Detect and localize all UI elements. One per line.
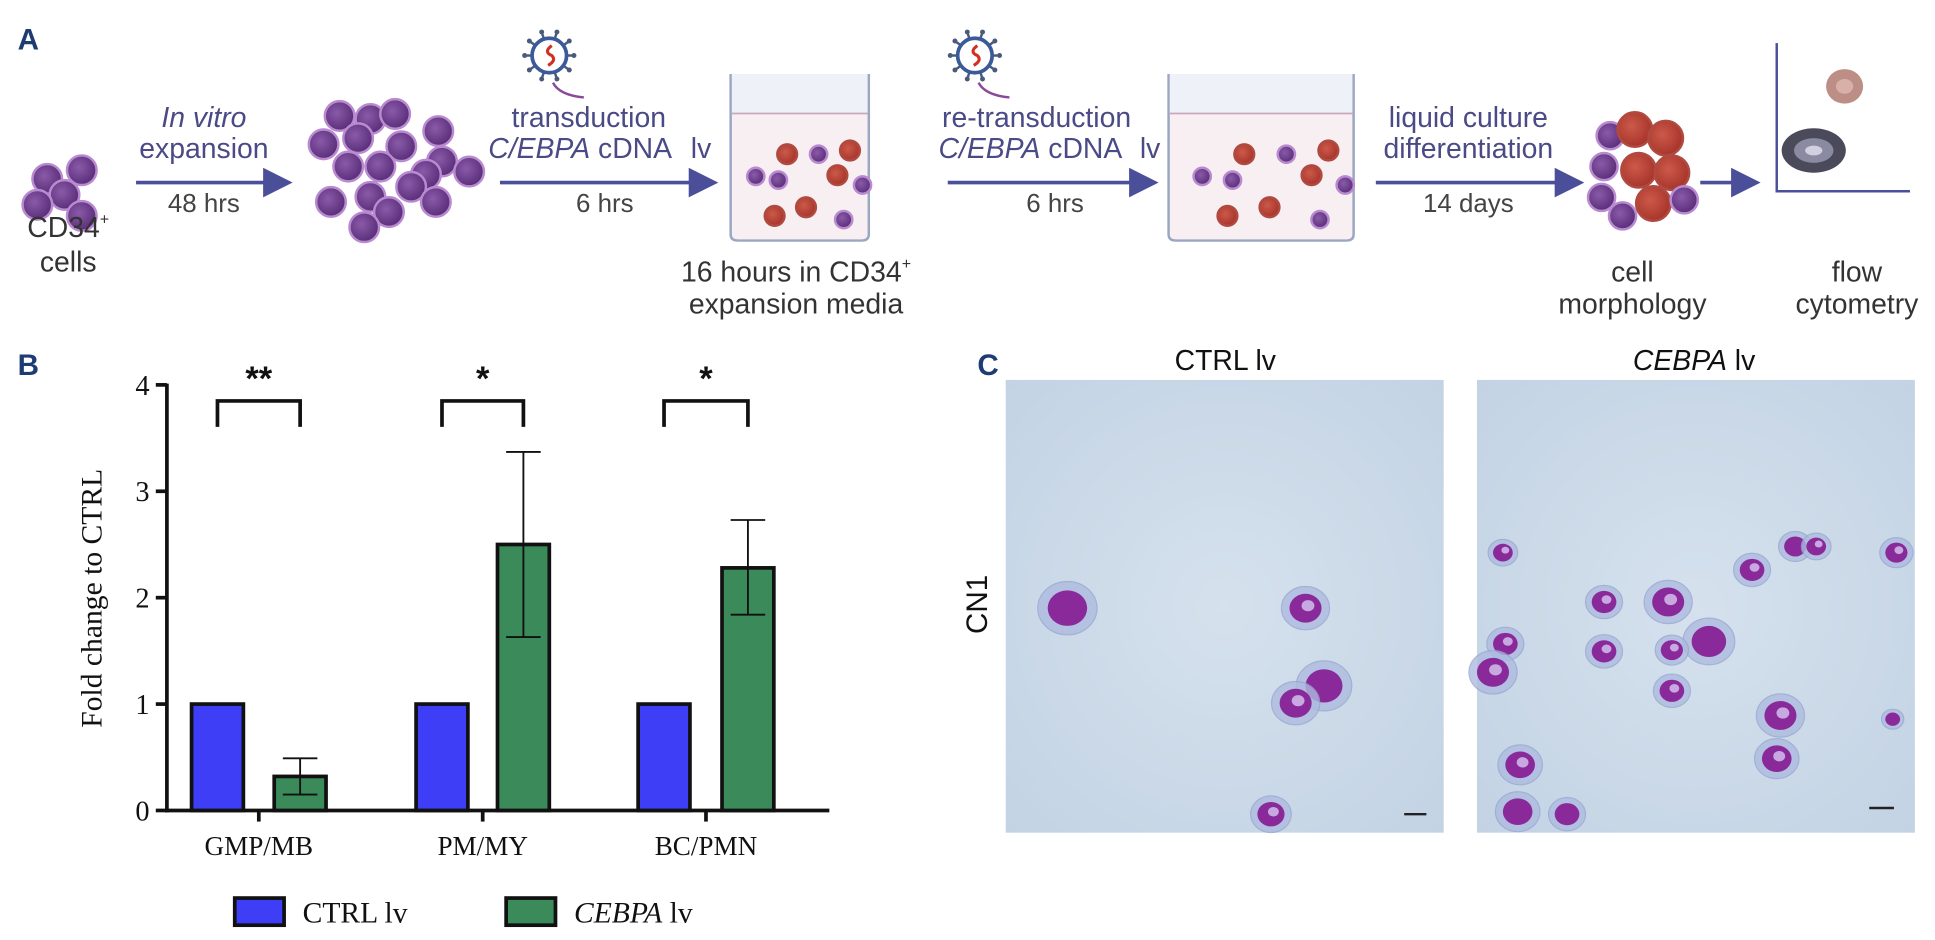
lentivirus-icon [947,29,1010,99]
panel-a-schematic: A CD34+ cells In vitro expansion 48 hrs … [18,23,1920,320]
bar-ctrl-bc-pmn [636,702,692,813]
flow-cytometry-line2: cytometry [1795,288,1919,320]
panel-c-micrographs: C CTRL lv CEBPA lv CN1 [961,345,1915,834]
legend-swatch-ctrl [232,896,286,928]
panel-label-a: A [18,23,39,56]
in-vitro-label: In vitro [161,102,246,134]
expanded-cells-icon [307,97,486,244]
bar-ctrl-pm-my [414,702,470,813]
re-transduction-label: re-transduction [942,102,1131,134]
significance-label: ** [245,360,272,398]
legend-label-cebpa: CEBPA lv [574,898,693,930]
time-6hrs: 6 hrs [1026,190,1084,218]
cebpa-lv-micrograph [1468,379,1915,833]
lentivirus-icon [522,29,584,99]
x-tick-label: BC/PMN [655,831,758,861]
differentiated-cells-icon [1586,111,1700,231]
cebpa-cdna-label: C/EBPA cDNA [488,133,672,165]
significance-bracket [440,399,526,427]
significance-bracket [662,399,750,427]
significance-label: * [476,360,490,398]
bar-ctrl-gmp-mb [189,702,246,813]
cell-morphology-line1: cell [1611,256,1654,288]
y-axis-label: Fold change to CTRL [77,469,109,728]
flow-cytometry-plot-icon [1775,43,1910,193]
dish-label-line2: expansion media [689,288,904,320]
significance-label: * [699,360,713,398]
panel-b-bar-chart: B Fold change to CTRL 01234GMP/MB**PM/MY… [18,349,830,930]
panel-label-b: B [18,349,39,382]
time-14days: 14 days [1423,190,1514,218]
time-6hrs: 6 hrs [576,190,634,218]
liquid-culture-label: liquid culture [1389,102,1548,134]
cebpa-cdna-label: C/EBPA cDNA [938,133,1122,165]
y-tick-label: 4 [135,371,149,402]
cd34-label: CD34+ [27,211,109,244]
x-tick-label: GMP/MB [205,831,314,861]
legend-label-ctrl: CTRL lv [303,898,408,930]
x-tick-label: PM/MY [437,831,527,861]
culture-dish-icon [1167,74,1356,242]
ctrl-lv-micrograph [1005,379,1444,834]
legend: CTRL lv CEBPA lv [232,896,693,930]
y-tick-label: 3 [135,477,149,508]
legend-swatch-cebpa [504,896,558,928]
panel-label-c: C [977,349,998,382]
cn1-row-label: CN1 [961,575,994,634]
lv-label: lv [1140,133,1161,165]
culture-dish-icon [729,74,873,242]
y-tick-label: 0 [135,796,149,827]
transduction-label: transduction [512,102,667,134]
significance-bracket [215,399,302,427]
flow-cytometry-line1: flow [1832,256,1883,288]
time-48hrs: 48 hrs [168,190,240,218]
differentiation-label: differentiation [1383,133,1553,165]
y-tick-label: 1 [135,690,149,721]
cells-label: cells [40,246,97,278]
cebpa-lv-title: CEBPA lv [1633,345,1756,377]
cd34-cells-icon [21,154,98,232]
ctrl-lv-title: CTRL lv [1175,345,1277,377]
cell-morphology-line2: morphology [1558,288,1707,320]
expansion-label: expansion [139,133,268,165]
lv-label: lv [691,133,712,165]
dish-label-line1: 16 hours in CD34+ [681,255,911,288]
y-tick-label: 2 [135,584,149,615]
